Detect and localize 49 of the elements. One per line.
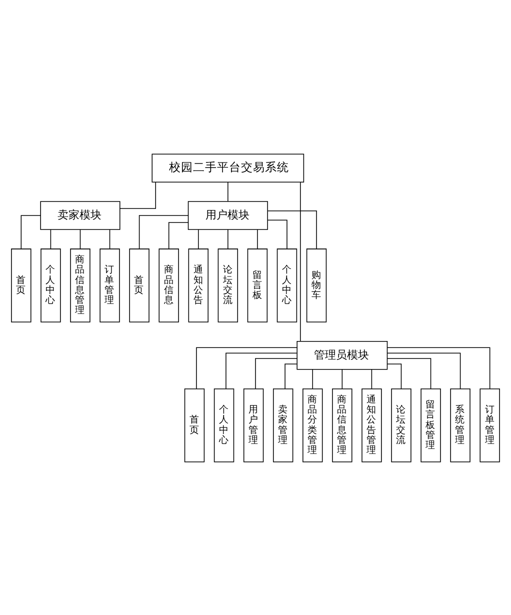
- connector: [226, 352, 298, 389]
- node-box: 留言板: [247, 248, 268, 322]
- node-box: 系统管理: [450, 388, 470, 462]
- node-box: 商品分类管理: [302, 388, 323, 462]
- connector: [342, 368, 343, 389]
- node-box: 用户管理: [243, 388, 264, 462]
- connector: [168, 222, 189, 249]
- connector: [267, 219, 288, 248]
- connector: [386, 358, 432, 389]
- node-box: 个人中心: [214, 388, 234, 462]
- connector: [387, 352, 461, 389]
- connector: [267, 210, 317, 249]
- connector: [80, 228, 81, 249]
- connector: [284, 363, 298, 388]
- node-box: 留言板管理: [420, 388, 441, 462]
- node-box: 首页: [129, 248, 150, 322]
- connector: [196, 346, 298, 389]
- node-box: 首页: [184, 388, 205, 462]
- node-box: 卖家管理: [272, 388, 294, 462]
- connector: [312, 368, 314, 389]
- connector: [386, 346, 490, 389]
- node-box: 个人中心: [40, 248, 61, 322]
- connector: [198, 228, 199, 249]
- connector: [255, 358, 298, 389]
- node-box: 管理员模块: [296, 340, 388, 370]
- node-box: 订单管理: [480, 388, 500, 462]
- node-box: 通知公告: [188, 248, 208, 322]
- connector: [20, 214, 41, 249]
- node-box: 订单管理: [100, 248, 120, 322]
- node-box: 论坛交流: [218, 248, 238, 322]
- node-box: 通知公告管理: [362, 388, 382, 462]
- node-box: 商品信息管理: [70, 248, 90, 322]
- connector: [138, 214, 188, 249]
- node-box: 商品信息: [158, 248, 179, 322]
- connector: [120, 181, 156, 208]
- node-box: 购物车: [306, 248, 327, 322]
- connector: [109, 228, 110, 249]
- node-box: 首页: [11, 248, 32, 322]
- node-box: 个人中心: [276, 248, 298, 322]
- node-box: 卖家模块: [40, 200, 120, 230]
- connector: [257, 228, 258, 249]
- connector: [371, 368, 372, 389]
- node-box: 论坛交流: [391, 388, 412, 462]
- connector: [387, 363, 402, 388]
- connector: [50, 228, 52, 249]
- node-box: 用户模块: [188, 200, 268, 230]
- node-box: 校园二手平台交易系统: [152, 153, 304, 182]
- node-box: 商品信息管理: [332, 388, 352, 462]
- connector: [300, 181, 301, 342]
